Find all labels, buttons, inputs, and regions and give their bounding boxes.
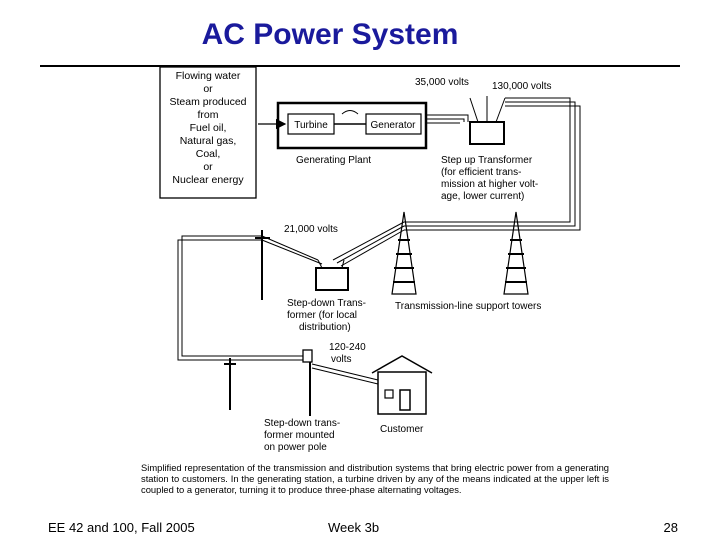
source-line: or [203, 83, 213, 95]
hv-line [505, 105, 581, 231]
source-line: Steam produced [169, 96, 246, 108]
step-up-line: Step up Transformer [441, 155, 533, 166]
plant-output-wire [426, 114, 469, 122]
rotation-icon [341, 110, 359, 115]
bushing [495, 97, 506, 123]
source-line: Flowing water [176, 70, 241, 82]
voltage-130000-label: 130,000 volts [492, 81, 552, 92]
source-line: or [203, 161, 213, 173]
voltage-120-240-label: volts [331, 354, 352, 365]
hv-line [505, 97, 571, 223]
bushing [469, 97, 479, 123]
title-divider [40, 65, 680, 67]
step-up-transformer-label: Step up Transformer (for efficient trans… [441, 155, 538, 202]
turbine-label: Turbine [294, 120, 328, 131]
source-line: from [198, 109, 219, 121]
service-drop [311, 363, 379, 381]
hv-line [336, 225, 405, 264]
distribution-line [181, 235, 305, 357]
pole-transformer-line: Step-down trans- [264, 418, 340, 429]
distribution-line [261, 235, 319, 261]
customer-house-icon [371, 355, 433, 415]
distribution-line [177, 239, 305, 361]
slide-title: AC Power System [201, 18, 459, 51]
plant-output-wire [426, 118, 465, 122]
pole-transformer-icon [302, 349, 313, 363]
bushing [341, 259, 345, 269]
footer-week: Week 3b [328, 520, 380, 535]
step-down-line: distribution) [299, 322, 351, 333]
towers-label: Transmission-line support towers [395, 301, 541, 312]
hv-line [332, 221, 405, 261]
footer-course: EE 42 and 100, Fall 2005 [48, 520, 195, 535]
transmission-tower [503, 211, 529, 295]
step-down-transformer-icon [315, 267, 349, 291]
footer-page-number: 28 [663, 520, 678, 535]
figure-caption: Simplified representation of the transmi… [141, 462, 609, 495]
pole-transformer-line: former mounted [264, 430, 335, 441]
voltage-35000-label: 35,000 volts [415, 77, 469, 88]
generating-plant-label: Generating Plant [296, 155, 371, 166]
step-down-line: former (for local [287, 310, 357, 321]
hv-line [505, 101, 576, 227]
source-line: Coal, [196, 148, 221, 160]
step-down-transformer-label: Step-down Trans- former (for local distr… [287, 298, 366, 333]
step-up-line: (for efficient trans- [441, 167, 521, 178]
voltage-120-240-label: 120-240 [329, 342, 366, 353]
step-up-line: age, lower current) [441, 191, 524, 202]
distribution-line [261, 239, 323, 265]
step-up-line: mission at higher volt- [441, 179, 538, 190]
customer-label: Customer [380, 424, 424, 435]
source-line: Fuel oil, [190, 122, 227, 134]
energy-source-label: Flowing water or Steam produced from Fue… [169, 70, 246, 186]
energy-source-box [159, 66, 257, 199]
generating-plant-box [276, 101, 428, 150]
voltage-21000-label: 21,000 volts [284, 224, 338, 235]
source-line: Natural gas, [180, 135, 237, 147]
pole-transformer-line: on power pole [264, 442, 327, 453]
generator-label: Generator [370, 120, 416, 131]
hv-line [340, 229, 405, 267]
service-drop [311, 367, 379, 385]
transmission-tower [391, 211, 417, 295]
step-up-transformer-icon [469, 121, 505, 145]
step-down-line: Step-down Trans- [287, 298, 366, 309]
source-line: Nuclear energy [172, 174, 244, 186]
bushing [317, 259, 323, 269]
pole-transformer-label: Step-down trans- former mounted on power… [264, 418, 340, 453]
